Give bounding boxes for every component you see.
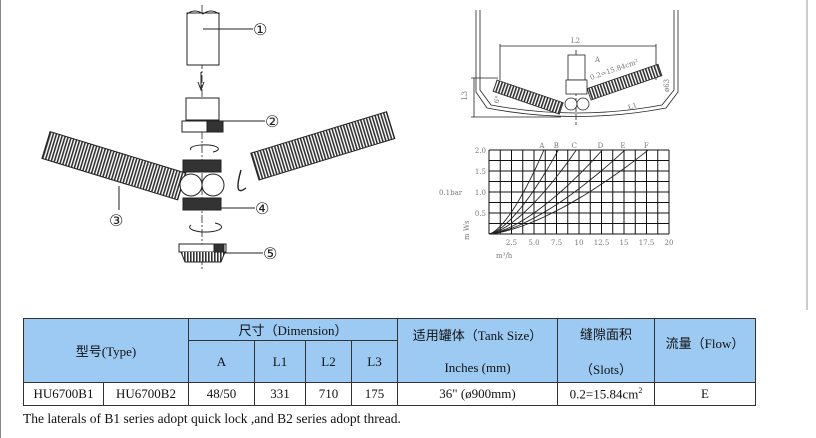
- y-tick-label: 2.0: [475, 147, 486, 155]
- tank-label-l3: L3: [461, 91, 469, 100]
- y-tick-label: 0.5: [475, 210, 486, 218]
- part-label-2: ②: [265, 112, 279, 131]
- cell-flow: E: [654, 382, 756, 406]
- rotate-arrow-icon: [189, 144, 219, 153]
- tank-label-dia: ø63: [663, 79, 671, 92]
- adapter-part: [185, 97, 220, 121]
- tank-label-a: A: [594, 56, 601, 64]
- tank-label-angle: 6°: [492, 94, 502, 104]
- lateral-right: [250, 111, 396, 181]
- cell-slots: 0.2=15.84cm2: [557, 382, 655, 406]
- tank-label-l2: L2: [571, 37, 580, 45]
- header-tank-size: 适用罐体（Tank Size） Inches (mm): [397, 318, 558, 383]
- slots-header-line1: 缝隙面积: [579, 326, 632, 342]
- header-l1: L1: [254, 340, 306, 383]
- cell-l2: 710: [305, 382, 352, 406]
- slots-header-line2: （Slots）: [579, 361, 632, 377]
- x-tick-label: 2.5: [506, 239, 517, 247]
- rotate-arrow-icon-2: [189, 222, 223, 233]
- footnote: The laterals of B1 series adopt quick lo…: [23, 411, 401, 426]
- table-row: HU6700B1 HU6700B2 48/50 331 710 175 36" …: [23, 382, 756, 406]
- series-label: F: [644, 142, 649, 150]
- x-tick-label: 17.5: [639, 239, 655, 247]
- x-tick-label: 15: [620, 239, 629, 247]
- series-line-A: [488, 149, 545, 235]
- cell-l1: 331: [254, 382, 306, 406]
- pipe-part: [186, 12, 220, 66]
- cell-type1: HU6700B1: [23, 382, 104, 406]
- x-tick-label: 12.5: [594, 239, 610, 247]
- series-line-F: [488, 149, 649, 235]
- header-l2: L2: [305, 340, 352, 383]
- series-label: A: [538, 142, 545, 150]
- tank-header-line1: 适用罐体（Tank Size）: [412, 328, 543, 343]
- part-label-5: ⑤: [263, 244, 277, 263]
- header-flow: 流量（Flow）: [654, 318, 756, 383]
- hub-part: [182, 159, 222, 173]
- tank-header-line2: Inches (mm): [444, 360, 511, 375]
- down-arrow-icon: [197, 72, 205, 92]
- series-label: D: [598, 142, 604, 150]
- y-tick-label: 1.0: [475, 189, 486, 197]
- part-label-1: ①: [253, 20, 267, 39]
- header-slots: 缝隙面积 （Slots）: [557, 318, 655, 383]
- illustrations: ① ② ③ ④ ⑤ L2 A 0.2=15.84cm² L1 L3 6° ø63…: [41, 0, 808, 310]
- cell-l3: 175: [351, 382, 398, 406]
- x-tick-label: 7.5: [551, 239, 562, 247]
- y-axis-label: m Ws: [463, 220, 471, 240]
- tank-label-l1: L1: [627, 101, 638, 112]
- cell-type2: HU6700B2: [103, 382, 189, 406]
- slots-value: 0.2=15.84cm: [569, 386, 639, 402]
- cell-tank: 36" (ø900mm): [397, 382, 558, 406]
- lateral-left: [41, 130, 187, 201]
- annotation-label: 0.1bar: [439, 189, 463, 197]
- spec-table: 型号(Type) 尺寸（Dimension） 适用罐体（Tank Size） In…: [23, 318, 756, 406]
- cell-a: 48/50: [188, 382, 255, 406]
- header-a: A: [188, 340, 255, 383]
- series-label: C: [572, 142, 577, 150]
- series-line-B: [488, 149, 559, 235]
- header-dimension: 尺寸（Dimension）: [188, 318, 398, 341]
- series-line-C: [488, 149, 577, 235]
- x-tick-label: 10: [575, 239, 584, 247]
- series-label: E: [620, 142, 625, 150]
- header-type: 型号(Type): [23, 318, 189, 383]
- x-tick-label: 5.0: [528, 239, 539, 247]
- pressure-flow-chart: 2.5 5.0 7.5 10 12.5 15 17.5 20 0.5 1.0 1.5 2.0 A B C D E…: [439, 142, 673, 260]
- x-tick-label: 20: [665, 239, 674, 247]
- tank-installation-drawing: [471, 10, 679, 125]
- y-tick-label: 1.5: [475, 168, 486, 176]
- slots-sup: 2: [638, 385, 643, 395]
- part-label-3: ③: [109, 211, 123, 230]
- exploded-assembly-diagram: [41, 5, 396, 270]
- header-l3: L3: [351, 340, 398, 383]
- x-axis-label: m³/h: [496, 252, 513, 260]
- series-line-E: [488, 149, 626, 235]
- series-label: B: [554, 142, 559, 150]
- part-label-4: ④: [255, 199, 269, 218]
- series-line-D: [488, 149, 603, 235]
